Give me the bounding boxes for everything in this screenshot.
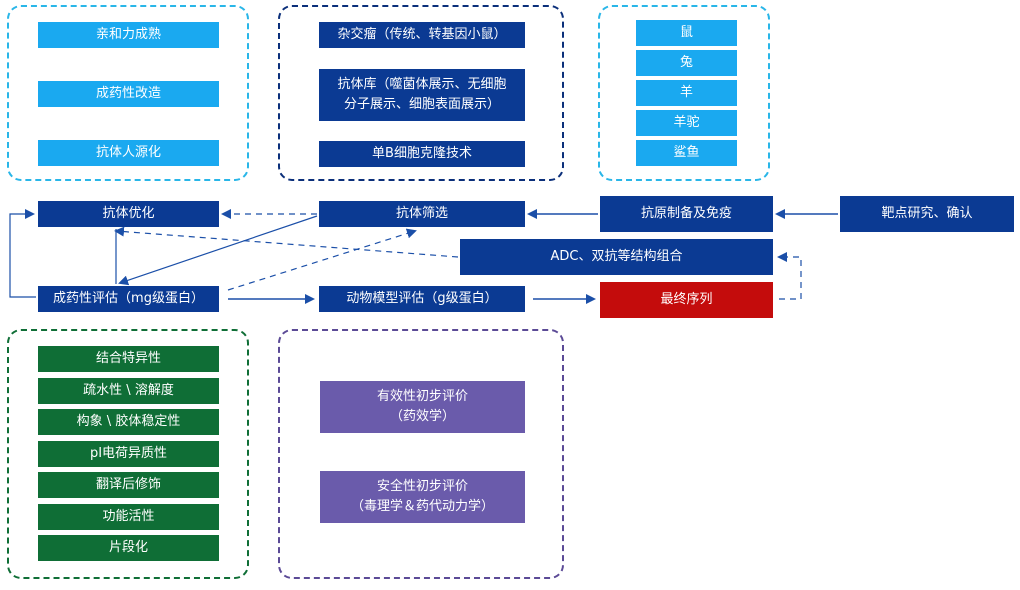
antigen-immunization-box: 抗原制备及免疫 (600, 196, 773, 232)
preliminary-eval-group (278, 329, 564, 579)
safety-evaluation-box: 安全性初步评价 （毒理学＆药代动力学） (320, 471, 525, 523)
pi-charge-heterogeneity-box: pI电荷异质性 (38, 441, 219, 467)
antibody-library-line-1: 抗体库（噬菌体展示、无细胞 (337, 77, 507, 92)
post-translational-modification-box: 翻译后修饰 (38, 472, 219, 498)
antibody-optimization-box: 抗体优化 (38, 201, 219, 227)
antibody-source-group (278, 5, 564, 181)
humanization-box: 抗体人源化 (38, 140, 219, 166)
species-alpaca-box: 羊驼 (636, 110, 737, 136)
functional-activity-box: 功能活性 (38, 504, 219, 530)
conformation-stability-box: 构象 \ 胶体稳定性 (38, 409, 219, 435)
hybridoma-box: 杂交瘤（传统、转基因小鼠） (319, 22, 525, 48)
affinity-group (7, 5, 249, 181)
arrow-adc-to-optimization (114, 226, 459, 258)
binding-specificity-box: 结合特异性 (38, 346, 219, 372)
antibody-library-box: 抗体库（噬菌体展示、无细胞 分子展示、细胞表面展示） (319, 69, 525, 121)
species-mouse-box: 鼠 (636, 20, 737, 46)
efficacy-evaluation-box: 有效性初步评价 （药效学） (320, 381, 525, 433)
arrow-druggability-to-screening (227, 228, 417, 291)
affinity-maturation-box: 亲和力成熟 (38, 22, 219, 48)
arrow-screening-to-druggability (118, 215, 318, 286)
druggability-group (7, 329, 249, 579)
species-shark-box: 鲨鱼 (636, 140, 737, 166)
animal-model-assessment-box: 动物模型评估（g级蛋白） (319, 286, 525, 312)
fragmentation-box: 片段化 (38, 535, 219, 561)
target-research-box: 靶点研究、确认 (840, 196, 1014, 232)
druggability-assessment-box: 成药性评估（mg级蛋白） (38, 286, 219, 312)
arrow-final-to-adc (777, 252, 802, 300)
arrow-druggability-to-optimization-loop (9, 209, 36, 298)
safety-evaluation-line-2: （毒理学＆药代动力学） (350, 499, 494, 514)
efficacy-evaluation-line-1: 有效性初步评价 (376, 389, 468, 404)
antibody-screening-box: 抗体筛选 (319, 201, 525, 227)
efficacy-evaluation-line-2: （药效学） (389, 409, 455, 424)
safety-evaluation-line-1: 安全性初步评价 (376, 479, 468, 494)
species-rabbit-box: 兔 (636, 50, 737, 76)
druggability-modification-box: 成药性改造 (38, 81, 219, 107)
adc-bispecific-box: ADC、双抗等结构组合 (460, 239, 773, 275)
hydrophobicity-solubility-box: 疏水性 \ 溶解度 (38, 378, 219, 404)
final-sequence-box: 最终序列 (600, 282, 773, 318)
species-sheep-box: 羊 (636, 80, 737, 106)
species-group (598, 5, 770, 181)
antibody-library-line-2: 分子展示、细胞表面展示） (343, 97, 500, 112)
single-b-cell-box: 单B细胞克隆技术 (319, 141, 525, 167)
